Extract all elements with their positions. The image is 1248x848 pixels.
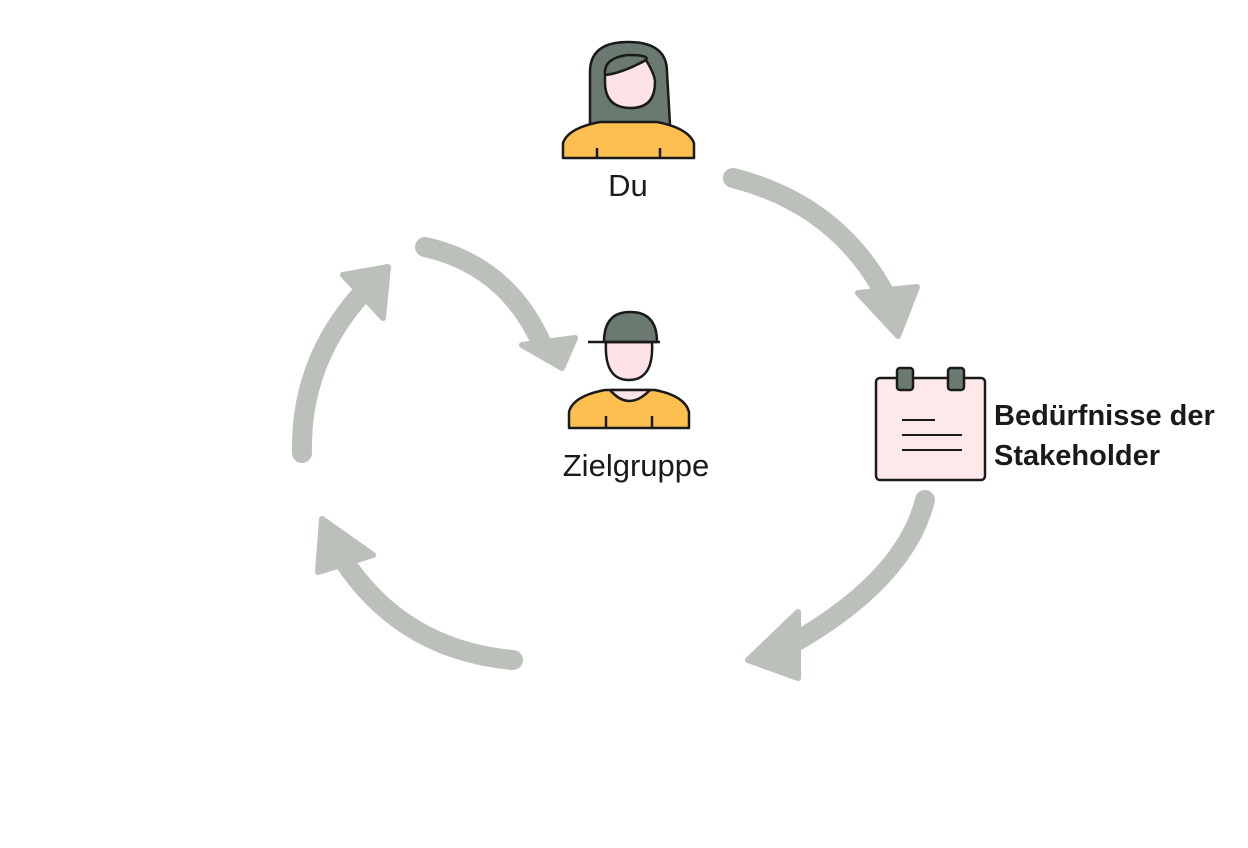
man-face (604, 340, 654, 382)
arrow-du-to-stakeholder (723, 168, 898, 310)
man-with-cap-avatar-icon (567, 310, 691, 430)
du-label: Du (608, 168, 648, 203)
woman-hair-fringe (603, 53, 648, 77)
arrow-bottom-to-left (330, 545, 523, 670)
arrow-top-to-zielgruppe (415, 237, 550, 350)
cycle-arrows (291, 168, 935, 670)
woman-avatar-icon (561, 40, 696, 160)
arrowhead-up-right (340, 264, 391, 321)
man-collar (608, 388, 652, 403)
notepad-clip-right (946, 366, 966, 392)
arrowhead-up-left (315, 516, 376, 575)
arrowhead-down-right (855, 284, 920, 339)
stakeholder-label-line-1: Bedürfnisse der (994, 400, 1215, 432)
notepad-clip-left (895, 366, 915, 392)
stakeholder-label: Bedürfnisse der Stakeholder (994, 396, 1244, 476)
arrow-heads (315, 264, 920, 681)
arrow-left-to-top (291, 280, 375, 463)
man-cap (602, 310, 659, 344)
arrowhead-down-left (745, 609, 801, 681)
notepad-sheet (874, 376, 987, 482)
stakeholder-label-line-2: Stakeholder (994, 440, 1160, 472)
arrow-stakeholder-to-bottom (780, 490, 935, 655)
notepad-icon (874, 366, 987, 482)
zielgruppe-label: Zielgruppe (562, 448, 710, 483)
woman-shirt (561, 120, 696, 160)
man-shirt (567, 388, 691, 430)
arrowhead-to-zielgruppe (519, 335, 578, 371)
